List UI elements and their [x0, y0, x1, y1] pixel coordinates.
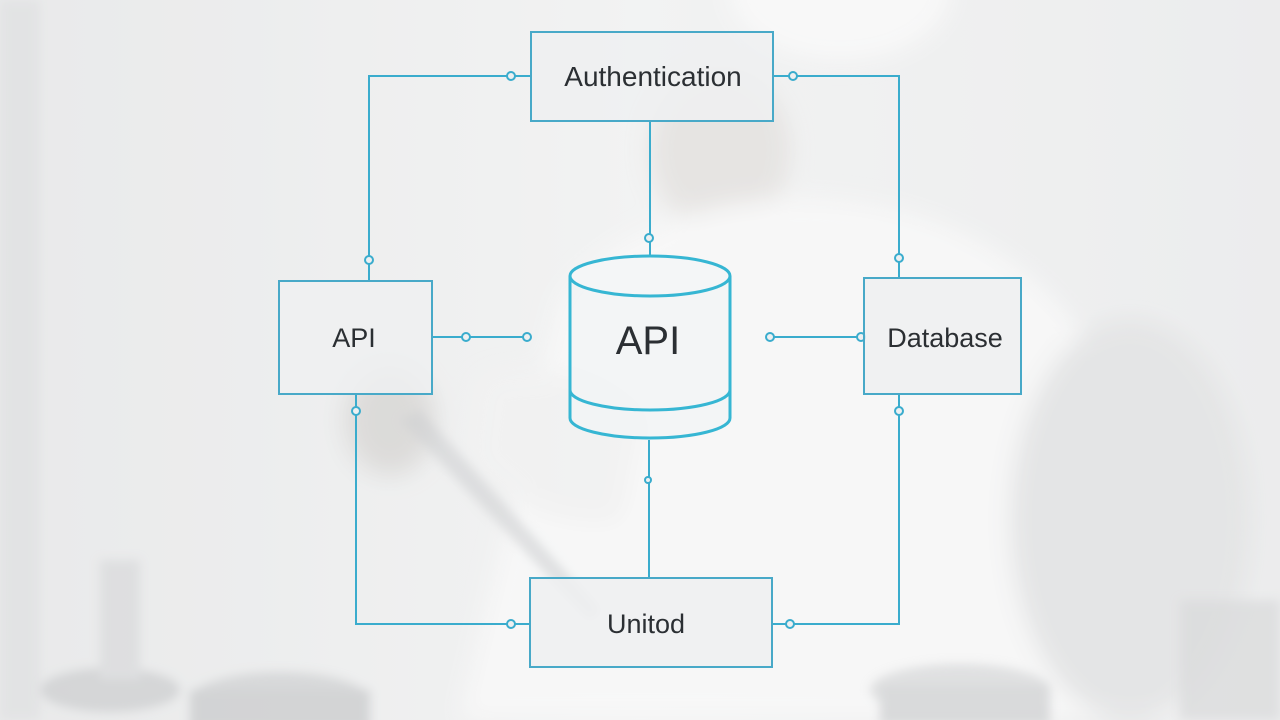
endpoint-dot — [894, 253, 904, 263]
connector-endpoints — [351, 71, 904, 629]
node-united-box — [529, 577, 773, 668]
node-united: Unitod — [529, 577, 773, 668]
node-database-label: Database — [887, 323, 1003, 353]
node-database: Database — [863, 277, 1022, 395]
cylinder-body — [568, 276, 732, 440]
node-api-left-label: API — [332, 323, 376, 353]
endpoint-dot — [506, 71, 516, 81]
endpoint-dot — [788, 71, 798, 81]
node-united-label: Unitod — [607, 609, 685, 639]
connector-authentication-api-left — [368, 75, 530, 280]
cylinder-top — [568, 254, 732, 298]
connector-lines — [355, 75, 900, 625]
connector-api-left-united — [355, 394, 530, 625]
endpoint-dot — [894, 406, 904, 416]
node-api-left: API — [278, 280, 433, 395]
endpoint-dot — [522, 332, 532, 342]
node-authentication: Authentication — [530, 31, 774, 122]
node-api-center-cylinder: API — [568, 254, 732, 440]
connector-united-database — [772, 394, 900, 625]
node-api-center-label: API — [616, 319, 680, 363]
endpoint-dot — [364, 255, 374, 265]
node-authentication-box — [530, 31, 774, 122]
endpoint-dot — [461, 332, 471, 342]
node-authentication-label: Authentication — [564, 61, 741, 92]
node-database-box — [863, 277, 1022, 395]
endpoint-dot — [765, 332, 775, 342]
endpoint-dot — [644, 476, 652, 484]
cylinder-band — [568, 389, 732, 412]
endpoint-dot — [644, 233, 654, 243]
endpoint-dot — [351, 406, 361, 416]
endpoint-dot — [506, 619, 516, 629]
endpoint-dot — [785, 619, 795, 629]
connector-authentication-database — [773, 75, 900, 278]
node-api-left-box — [278, 280, 433, 395]
